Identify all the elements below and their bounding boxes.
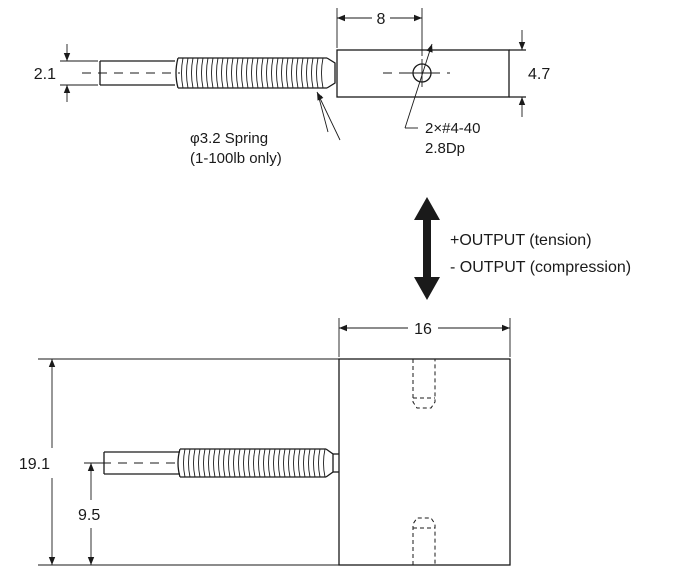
spring-turn: [283, 448, 286, 478]
spring-turn: [248, 448, 251, 478]
hidden-thread-top: [412, 359, 436, 409]
top-body: [336, 49, 510, 98]
side-view: 16 19.1 9.5: [19, 318, 511, 566]
spring-turn: [183, 448, 186, 478]
spring-turn: [216, 57, 219, 89]
spring-turn: [251, 57, 254, 89]
spring-turn: [313, 448, 316, 478]
spring-turn: [218, 448, 221, 478]
spring-turn: [193, 448, 196, 478]
spring-turn: [273, 448, 276, 478]
spring-turn: [281, 57, 284, 89]
spring-turn: [188, 448, 191, 478]
output-compression-label: - OUTPUT (compression): [450, 259, 631, 276]
spring-turn: [196, 57, 199, 89]
dim-cable-diameter-label: 2.1: [34, 66, 56, 83]
mounting-hole-symbol: [408, 59, 436, 87]
dim-body-height-label: 4.7: [528, 66, 550, 83]
spring-turn: [321, 57, 324, 89]
spring-turn: [266, 57, 269, 89]
spring-callout: φ3.2 Spring (1-100lb only): [190, 91, 341, 167]
spring-turn: [308, 448, 311, 478]
dim-top-width-label: 8: [377, 11, 386, 28]
hidden-thread-bottom: [412, 517, 436, 565]
spring-turn: [211, 57, 214, 89]
spring-turn: [228, 448, 231, 478]
spring-turn: [226, 57, 229, 89]
spring-turn: [191, 57, 194, 89]
spring-turn: [263, 448, 266, 478]
spring-turn: [231, 57, 234, 89]
output-direction: +OUTPUT (tension) - OUTPUT (compression): [414, 197, 631, 300]
spring-note-line1: φ3.2 Spring: [190, 130, 268, 147]
side-spring-neck: [325, 448, 334, 478]
spring-turn: [236, 57, 239, 89]
spring-turn: [278, 448, 281, 478]
spring-turn: [291, 57, 294, 89]
dim-side-width-label: 16: [414, 321, 432, 338]
top-spring-coil: [175, 57, 327, 89]
dim-side-height-label: 19.1: [19, 456, 50, 473]
double-arrow-icon: [414, 197, 440, 300]
spring-turn: [221, 57, 224, 89]
spring-note-line2: (1-100lb only): [190, 150, 282, 167]
dim-side-height: 19.1: [19, 359, 56, 565]
spring-turn: [318, 448, 321, 478]
spring-turn: [261, 57, 264, 89]
spring-turn: [303, 448, 306, 478]
spring-turn: [213, 448, 216, 478]
hole-note-line2: 2.8Dp: [425, 140, 465, 157]
spring-turn: [201, 57, 204, 89]
spring-turn: [246, 57, 249, 89]
spring-turn: [238, 448, 241, 478]
spring-turn: [241, 57, 244, 89]
side-spring-coil: [177, 448, 326, 478]
spring-turn: [198, 448, 201, 478]
top-view: 8 2.1 4.7 φ3.2 Spring (1-100lb only) 2×#: [34, 8, 550, 167]
hole-note-line1: 2×#4-40: [425, 120, 480, 137]
spring-turn: [306, 57, 309, 89]
spring-turn: [296, 57, 299, 89]
dim-side-width: 16: [338, 318, 511, 357]
spring-turn: [293, 448, 296, 478]
dim-top-width: 8: [336, 8, 423, 56]
spring-turn: [256, 57, 259, 89]
spring-turn: [206, 57, 209, 89]
dim-cable-height: 9.5: [78, 462, 104, 565]
spring-turn: [271, 57, 274, 89]
spring-turn: [203, 448, 206, 478]
dim-body-height: 4.7: [518, 30, 550, 117]
spring-turn: [208, 448, 211, 478]
spring-turn: [288, 448, 291, 478]
spring-turn: [316, 57, 319, 89]
spring-turn: [276, 57, 279, 89]
spring-turn: [258, 448, 261, 478]
spring-turn: [311, 57, 314, 89]
spring-turn: [301, 57, 304, 89]
spring-turn: [233, 448, 236, 478]
spring-turn: [186, 57, 189, 89]
spring-turn: [181, 57, 184, 89]
spring-turn: [323, 448, 326, 478]
spring-turn: [243, 448, 246, 478]
output-tension-label: +OUTPUT (tension): [450, 232, 592, 249]
top-spring-neck: [326, 57, 336, 89]
spring-turn: [298, 448, 301, 478]
spring-turn: [223, 448, 226, 478]
spring-turn: [268, 448, 271, 478]
dim-cable-height-label: 9.5: [78, 507, 100, 524]
spring-turn: [286, 57, 289, 89]
hole-callout: 2×#4-40 2.8Dp: [404, 43, 480, 157]
dim-cable-diameter: 2.1: [34, 44, 98, 102]
side-body: [338, 358, 511, 566]
spring-turn: [253, 448, 256, 478]
